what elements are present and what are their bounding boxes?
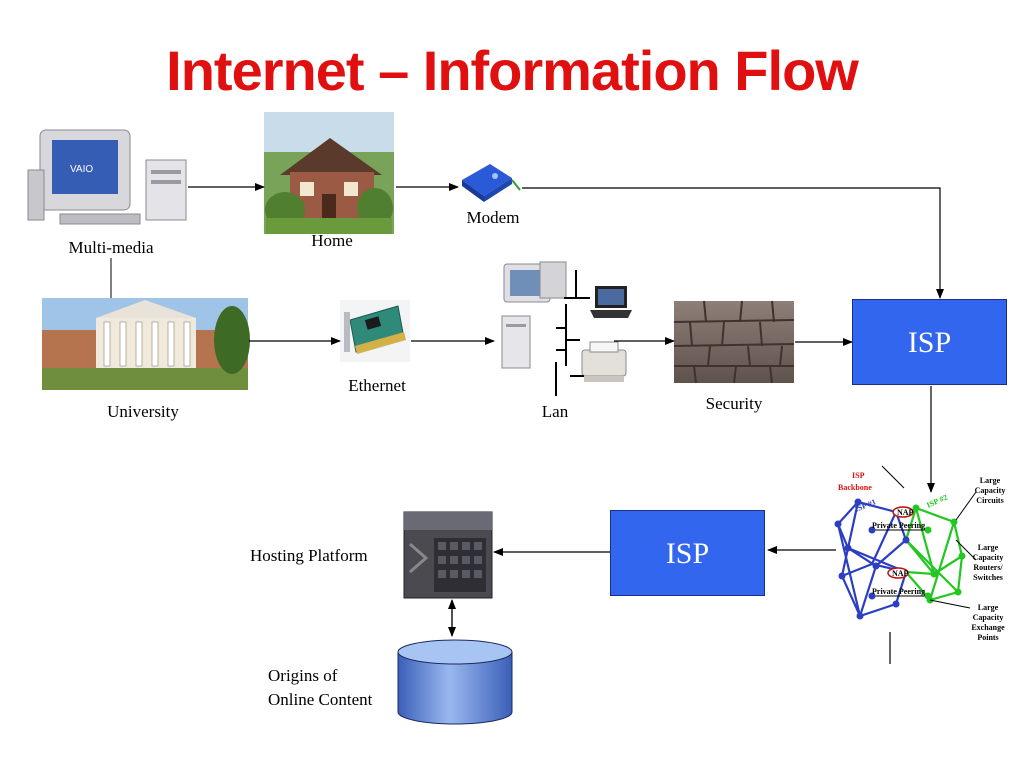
nap-label-1: NAP: [897, 508, 914, 517]
multimedia-label: Multi-media: [68, 238, 154, 257]
routers-label-1: Large: [978, 543, 999, 552]
hosting-platform-label: Hosting Platform: [250, 546, 368, 565]
security-label: Security: [705, 394, 763, 413]
flow-arrows: [188, 183, 944, 637]
home-label: Home: [311, 231, 353, 250]
private-peering-label-1: Private Peering: [872, 521, 925, 530]
isp-box-bottom: ISP: [610, 510, 765, 596]
origins-label-line1: Origins of: [268, 666, 338, 685]
circuits-label-1: Large: [980, 476, 1001, 485]
exchange-label-3: Exchange: [971, 623, 1005, 632]
modem-label: Modem: [466, 208, 520, 227]
isp2-label: ISP #2: [925, 493, 949, 510]
exchange-label-1: Large: [978, 603, 999, 612]
lan-icon: [501, 261, 632, 396]
origins-label-line2: Online Content: [268, 690, 373, 709]
ethernet-label: Ethernet: [348, 376, 406, 395]
page-title: Internet – Information Flow: [166, 39, 859, 102]
home-icon: [264, 112, 394, 234]
ethernet-card-icon: [340, 300, 410, 362]
exchange-label-2: Capacity: [973, 613, 1004, 622]
isp-backbone-network: NAP NAP Private Peering Private Peering …: [834, 465, 1006, 664]
exchange-label-4: Points: [977, 633, 998, 642]
routers-label-4: Switches: [973, 573, 1003, 582]
isp-backbone-label-2: Backbone: [838, 483, 872, 492]
university-icon: [42, 298, 250, 390]
database-cylinder-icon: [397, 639, 513, 725]
isp-backbone-label-1: ISP: [852, 471, 865, 480]
multimedia-computer-icon: VAIO: [27, 129, 187, 225]
hosting-server-icon: [403, 511, 493, 599]
svg-text:VAIO: VAIO: [70, 164, 93, 175]
isp-box-top: ISP: [852, 299, 1007, 385]
lan-label: Lan: [541, 402, 569, 421]
private-peering-label-2: Private Peering: [872, 587, 925, 596]
nap-label-2: NAP: [892, 569, 909, 578]
routers-label-3: Routers/: [973, 563, 1003, 572]
security-wall-icon: [673, 300, 795, 384]
routers-label-2: Capacity: [973, 553, 1004, 562]
modem-icon: [462, 164, 521, 202]
university-label: University: [107, 402, 179, 421]
circuits-label-2: Capacity: [975, 486, 1006, 495]
circuits-label-3: Circuits: [976, 496, 1003, 505]
